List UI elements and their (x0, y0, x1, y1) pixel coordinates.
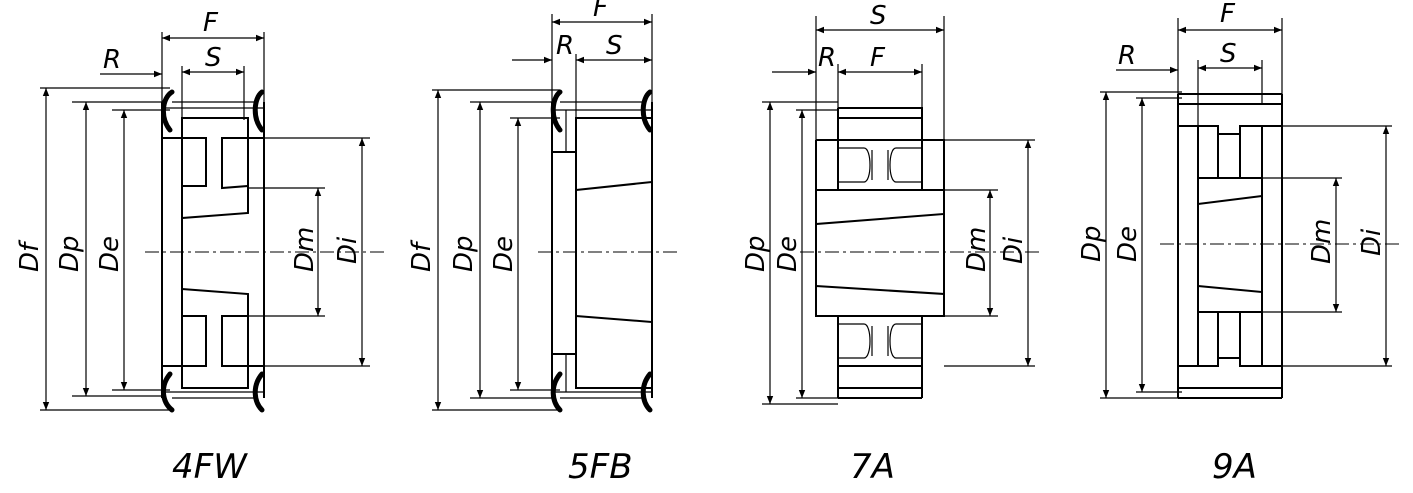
label-di: Di (999, 236, 1029, 264)
label-de: De (1113, 226, 1143, 262)
label-s: S (606, 31, 623, 61)
label-r: R (103, 45, 121, 75)
label-dm: Dm (962, 227, 992, 272)
label-f: F (203, 8, 219, 38)
label-de: De (773, 236, 803, 272)
caption-9a: 9A (1212, 447, 1257, 487)
hub-section-top (575, 117, 653, 192)
label-de: De (489, 236, 519, 272)
belt-bottom-right (252, 371, 265, 413)
figure-4fw: F S R Df Dp De Dm Di 4FW (15, 8, 385, 487)
figure-7a: S R F Dp De Dm Di 7A (741, 1, 1040, 487)
belt-bottom-right (640, 371, 653, 413)
label-dm: Dm (290, 227, 320, 272)
label-dm: Dm (1307, 219, 1337, 264)
label-f: F (870, 43, 886, 73)
belt-top-right (640, 89, 653, 133)
label-r: R (818, 43, 836, 73)
belt-bottom-left (161, 371, 175, 413)
hub-section-top (181, 117, 249, 220)
label-s: S (205, 43, 222, 73)
label-dp: Dp (741, 235, 771, 272)
label-df: Df (407, 239, 437, 272)
figure-9a: F R S Dp De Dm Di 9A (1077, 0, 1400, 487)
hub-section-bottom (815, 284, 945, 317)
label-dp: Dp (1077, 225, 1107, 262)
caption-5fb: 5FB (568, 447, 633, 487)
rim-section-top (837, 117, 923, 141)
belt-top-left (161, 89, 175, 133)
hub-section-bottom (575, 314, 653, 389)
rim-section-bottom (837, 365, 923, 389)
label-di: Di (1357, 228, 1387, 256)
caption-4fw: 4FW (172, 447, 248, 487)
belt-top-right (252, 89, 265, 133)
figure-5fb: F R S Df Dp De 5FB (407, 0, 680, 487)
label-dp: Dp (55, 235, 85, 272)
label-f: F (593, 0, 609, 23)
rim-section-bottom (1177, 357, 1283, 389)
label-di: Di (333, 236, 363, 264)
label-r: R (556, 31, 574, 61)
label-dp: Dp (449, 235, 479, 272)
label-s: S (870, 1, 887, 31)
belt-bottom-left (550, 371, 563, 413)
label-f: F (1220, 0, 1236, 29)
hub-section-top (815, 189, 945, 226)
label-df: Df (15, 239, 45, 272)
hub-section-bottom (181, 287, 249, 389)
caption-7a: 7A (850, 447, 895, 487)
rim-section-top (1177, 103, 1283, 135)
hub-section-bottom (1197, 284, 1263, 313)
label-s: S (1220, 39, 1237, 69)
label-r: R (1118, 41, 1136, 71)
label-de: De (95, 236, 125, 272)
belt-top-left (550, 89, 563, 133)
hub-section-top (1197, 177, 1263, 206)
